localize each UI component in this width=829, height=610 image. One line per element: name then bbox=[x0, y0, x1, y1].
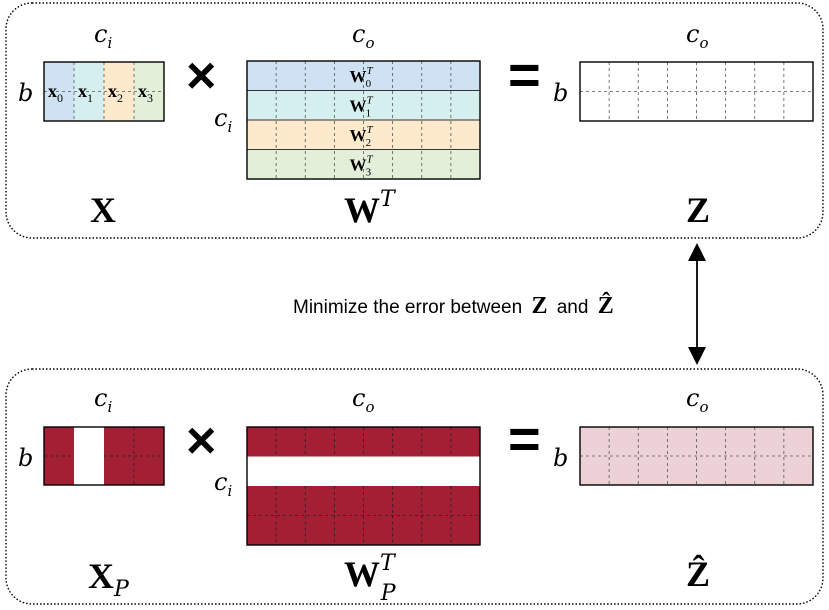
bottom-x-caption: XP bbox=[88, 556, 130, 602]
x-cell-label-0: x0 bbox=[48, 81, 63, 105]
top-times-operator: × bbox=[186, 47, 216, 105]
bottom-x-matrix bbox=[43, 426, 165, 486]
top-z-caption: Z bbox=[686, 190, 710, 230]
top-ci-label-w: ci bbox=[214, 104, 232, 136]
top-z-matrix bbox=[579, 61, 814, 122]
bottom-panel-frame bbox=[5, 368, 824, 605]
top-equals-operator: = bbox=[508, 43, 541, 106]
bottom-ci-label-w: ci bbox=[214, 468, 232, 500]
minimize-caption: Minimize the error between Z and Ẑ bbox=[293, 292, 614, 319]
top-x-caption: X bbox=[90, 190, 116, 230]
top-x-matrix: x0 x1 x2 x3 bbox=[43, 61, 165, 122]
top-co-label-w: co bbox=[352, 20, 374, 52]
bottom-times-operator: × bbox=[186, 412, 216, 470]
x-matrix-border bbox=[43, 61, 165, 122]
top-co-label-z: co bbox=[686, 20, 708, 52]
wp-row-1 bbox=[247, 456, 480, 486]
xp-matrix-border bbox=[43, 426, 165, 486]
bottom-ci-label: ci bbox=[94, 384, 112, 416]
x-cell-label-1: x1 bbox=[78, 81, 93, 105]
top-b-label: b bbox=[18, 79, 33, 107]
bottom-zhat-matrix bbox=[579, 426, 814, 486]
bottom-zhat-caption: Ẑ bbox=[686, 554, 710, 594]
z-matrix-border bbox=[579, 61, 814, 122]
w-matrix-border bbox=[246, 60, 481, 180]
zhat-matrix-border bbox=[579, 426, 814, 486]
bottom-co-label-w: co bbox=[352, 384, 374, 416]
wp-matrix-border bbox=[246, 426, 481, 546]
bottom-co-label-z: co bbox=[686, 384, 708, 416]
bottom-equals-operator: = bbox=[508, 407, 541, 470]
xp-column-1 bbox=[74, 427, 104, 485]
x-cell-label-2: x2 bbox=[108, 81, 123, 105]
bottom-b-label: b bbox=[18, 444, 33, 472]
top-panel-frame bbox=[5, 2, 824, 239]
top-b-label-z: b bbox=[553, 79, 568, 107]
bottom-w-matrix bbox=[246, 426, 481, 546]
top-w-caption: WT bbox=[344, 187, 397, 230]
top-ci-label: ci bbox=[94, 20, 112, 52]
x-cell-label-3: x3 bbox=[138, 81, 153, 105]
bottom-b-label-z: b bbox=[553, 444, 568, 472]
